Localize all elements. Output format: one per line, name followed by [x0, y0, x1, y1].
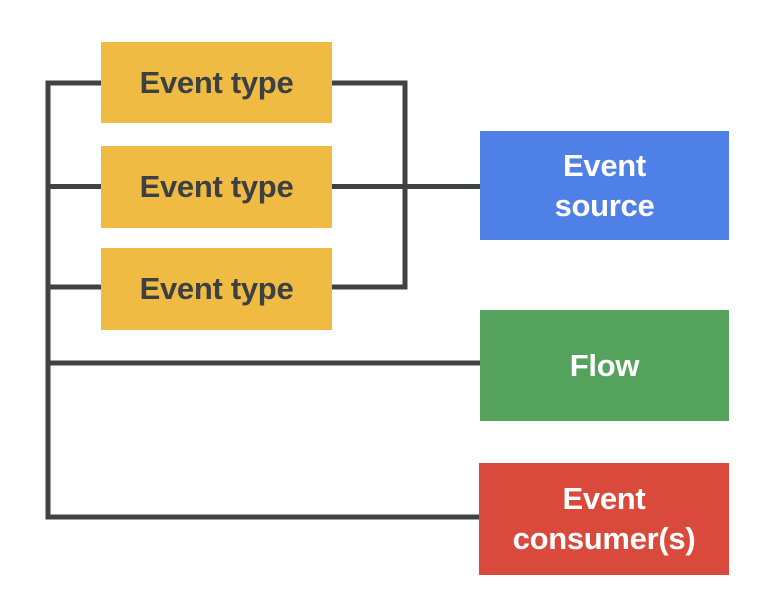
event-source-label: Event source: [554, 147, 655, 223]
event-consumers-box: Event consumer(s): [479, 463, 729, 575]
event-type-box-1: Event type: [101, 42, 332, 123]
event-type-box-2: Event type: [101, 146, 332, 228]
event-type-box-3: Event type: [101, 248, 332, 330]
flow-label: Flow: [569, 347, 640, 383]
event-consumers-label: Event consumer(s): [512, 481, 696, 556]
event-source-box: Event source: [480, 131, 729, 240]
flow-box: Flow: [480, 310, 729, 421]
event-type-label-3: Event type: [139, 271, 294, 307]
event-type-label-1: Event type: [139, 64, 294, 100]
event-type-label-2: Event type: [139, 169, 294, 205]
